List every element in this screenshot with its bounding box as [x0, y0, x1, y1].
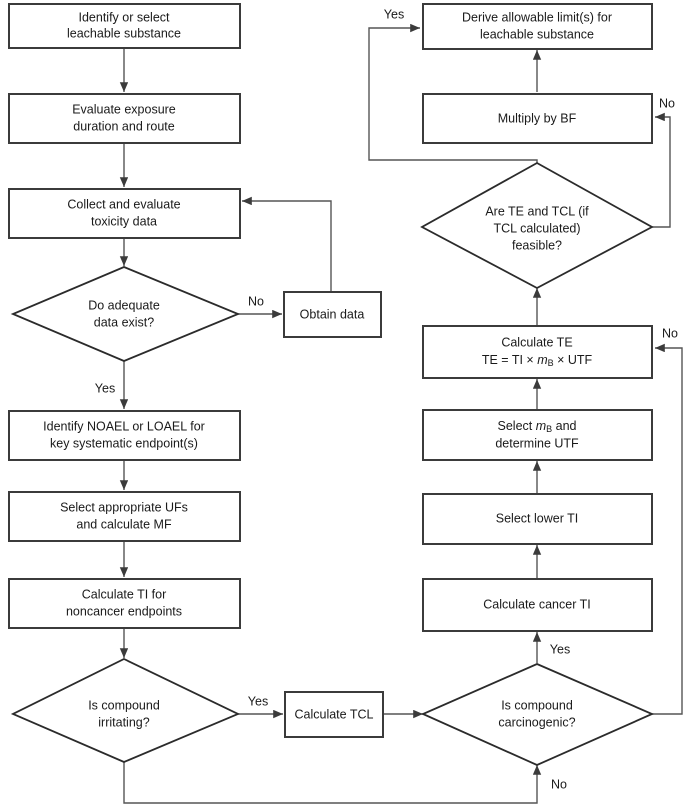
node-obtain-data[interactable]: Obtain data	[283, 291, 382, 338]
node-adequate-data-line2: data exist?	[94, 315, 155, 329]
node-select-mb-shape[interactable]	[422, 409, 653, 461]
node-evaluate-exposure[interactable]: Evaluate exposure duration and route	[8, 93, 241, 144]
node-is-carcinogenic[interactable]: Is compound carcinogenic?	[420, 663, 655, 766]
node-te-tcl-feasible-line2: TCL calculated)	[493, 221, 580, 235]
node-is-carcinogenic-line2: carcinogenic?	[498, 715, 575, 729]
node-identify-noael-line1: Identify NOAEL or LOAEL for	[43, 419, 205, 433]
edge-labels: No Yes Yes Yes No No No Yes	[95, 7, 678, 791]
node-calculate-te-shape[interactable]	[422, 325, 653, 379]
node-identify-substance[interactable]: Identify or select leachable substance	[8, 3, 241, 49]
node-calculate-tcl[interactable]: Calculate TCL	[284, 691, 384, 738]
node-derive-limits-line1: Derive allowable limit(s) for	[462, 10, 612, 24]
node-obtain-data-line1: Obtain data	[300, 307, 365, 321]
node-identify-noael-line2: key systematic endpoint(s)	[50, 436, 198, 450]
node-is-carcinogenic-shape[interactable]	[420, 663, 655, 766]
node-calculate-tcl-shape[interactable]	[284, 691, 384, 738]
node-multiply-bf-line1: Multiply by BF	[498, 111, 577, 125]
node-select-lower-ti-line1: Select lower TI	[496, 511, 578, 525]
node-calculate-ti-shape[interactable]	[8, 578, 241, 629]
node-is-carcinogenic-line1: Is compound	[501, 698, 573, 712]
edge-label-carcinogenic-no: No	[551, 777, 567, 791]
node-multiply-bf-shape[interactable]	[422, 93, 653, 144]
node-calculate-ti[interactable]: Calculate TI for noncancer endpoints	[8, 578, 241, 629]
edge-label-adequate-yes: Yes	[95, 381, 115, 395]
node-derive-limits-shape[interactable]	[422, 3, 653, 50]
node-derive-limits[interactable]: Derive allowable limit(s) for leachable …	[422, 3, 653, 50]
node-te-tcl-feasible-shape[interactable]	[420, 161, 654, 290]
edge-feasible-no-to-multiplybf	[652, 112, 671, 228]
node-select-mb-line1: Select mB and	[498, 419, 577, 433]
node-te-tcl-feasible[interactable]: Are TE and TCL (if TCL calculated) feasi…	[420, 161, 654, 290]
node-calculate-cancer-ti-shape[interactable]	[422, 578, 653, 632]
edge-label-feasible-no: No	[659, 96, 675, 110]
edge-irritating-no-to-carcinogenic	[123, 762, 542, 804]
node-collect-toxicity-line2: toxicity data	[91, 214, 157, 228]
node-calculate-tcl-line1: Calculate TCL	[295, 707, 374, 721]
node-select-mb-line2: determine UTF	[495, 436, 579, 450]
edge-label-carcinogenic-yes: Yes	[550, 642, 570, 656]
node-select-ufs[interactable]: Select appropriate UFs and calculate MF	[8, 491, 241, 542]
edge-label-feasible-yes: Yes	[384, 7, 404, 21]
node-is-irritating-line2: irritating?	[98, 715, 149, 729]
node-is-irritating-line1: Is compound	[88, 698, 160, 712]
node-evaluate-exposure-shape[interactable]	[8, 93, 241, 144]
node-identify-noael-shape[interactable]	[8, 410, 241, 461]
edge-carcinogenic-right-to-calcte	[652, 343, 683, 715]
node-calculate-te-line1: Calculate TE	[501, 335, 572, 349]
node-identify-substance-shape[interactable]	[8, 3, 241, 49]
node-select-mb[interactable]: Select mB and determine UTF	[422, 409, 653, 461]
node-te-tcl-feasible-line3: feasible?	[512, 238, 562, 252]
node-select-ufs-line2: and calculate MF	[76, 517, 172, 531]
node-is-irritating[interactable]: Is compound irritating?	[10, 657, 241, 763]
node-calculate-cancer-ti[interactable]: Calculate cancer TI	[422, 578, 653, 632]
node-identify-substance-line2: leachable substance	[67, 26, 181, 40]
node-obtain-data-shape[interactable]	[283, 291, 382, 338]
node-calculate-ti-line2: noncancer endpoints	[66, 604, 182, 618]
node-select-lower-ti[interactable]: Select lower TI	[422, 493, 653, 545]
node-collect-toxicity-shape[interactable]	[8, 188, 241, 239]
node-derive-limits-line2: leachable substance	[480, 27, 594, 41]
node-identify-substance-line1: Identify or select	[78, 10, 170, 24]
edge-label-irritating-yes: Yes	[248, 694, 268, 708]
node-select-ufs-shape[interactable]	[8, 491, 241, 542]
node-is-irritating-shape[interactable]	[10, 657, 241, 763]
edge-obtain-back-to-collect	[242, 196, 332, 292]
node-adequate-data-line1: Do adequate	[88, 298, 160, 312]
node-adequate-data[interactable]: Do adequate data exist?	[10, 266, 241, 362]
node-te-tcl-feasible-line1: Are TE and TCL (if	[485, 204, 589, 218]
node-collect-toxicity-line1: Collect and evaluate	[67, 197, 180, 211]
node-calculate-cancer-ti-line1: Calculate cancer TI	[483, 597, 590, 611]
node-calculate-ti-line1: Calculate TI for	[82, 587, 167, 601]
node-evaluate-exposure-line1: Evaluate exposure	[72, 102, 176, 116]
node-select-lower-ti-shape[interactable]	[422, 493, 653, 545]
edge-label-adequate-no: No	[248, 294, 264, 308]
node-select-ufs-line1: Select appropriate UFs	[60, 500, 188, 514]
node-collect-toxicity[interactable]: Collect and evaluate toxicity data	[8, 188, 241, 239]
node-identify-noael[interactable]: Identify NOAEL or LOAEL for key systemat…	[8, 410, 241, 461]
node-calculate-te[interactable]: Calculate TE TE = TI × mB × UTF	[422, 325, 653, 379]
node-calculate-te-line2: TE = TI × mB × UTF	[482, 353, 593, 367]
node-evaluate-exposure-line2: duration and route	[73, 119, 175, 133]
connectors	[119, 23, 683, 804]
node-multiply-bf[interactable]: Multiply by BF	[422, 93, 653, 144]
node-adequate-data-shape[interactable]	[10, 266, 241, 362]
edge-label-te-no: No	[662, 326, 678, 340]
